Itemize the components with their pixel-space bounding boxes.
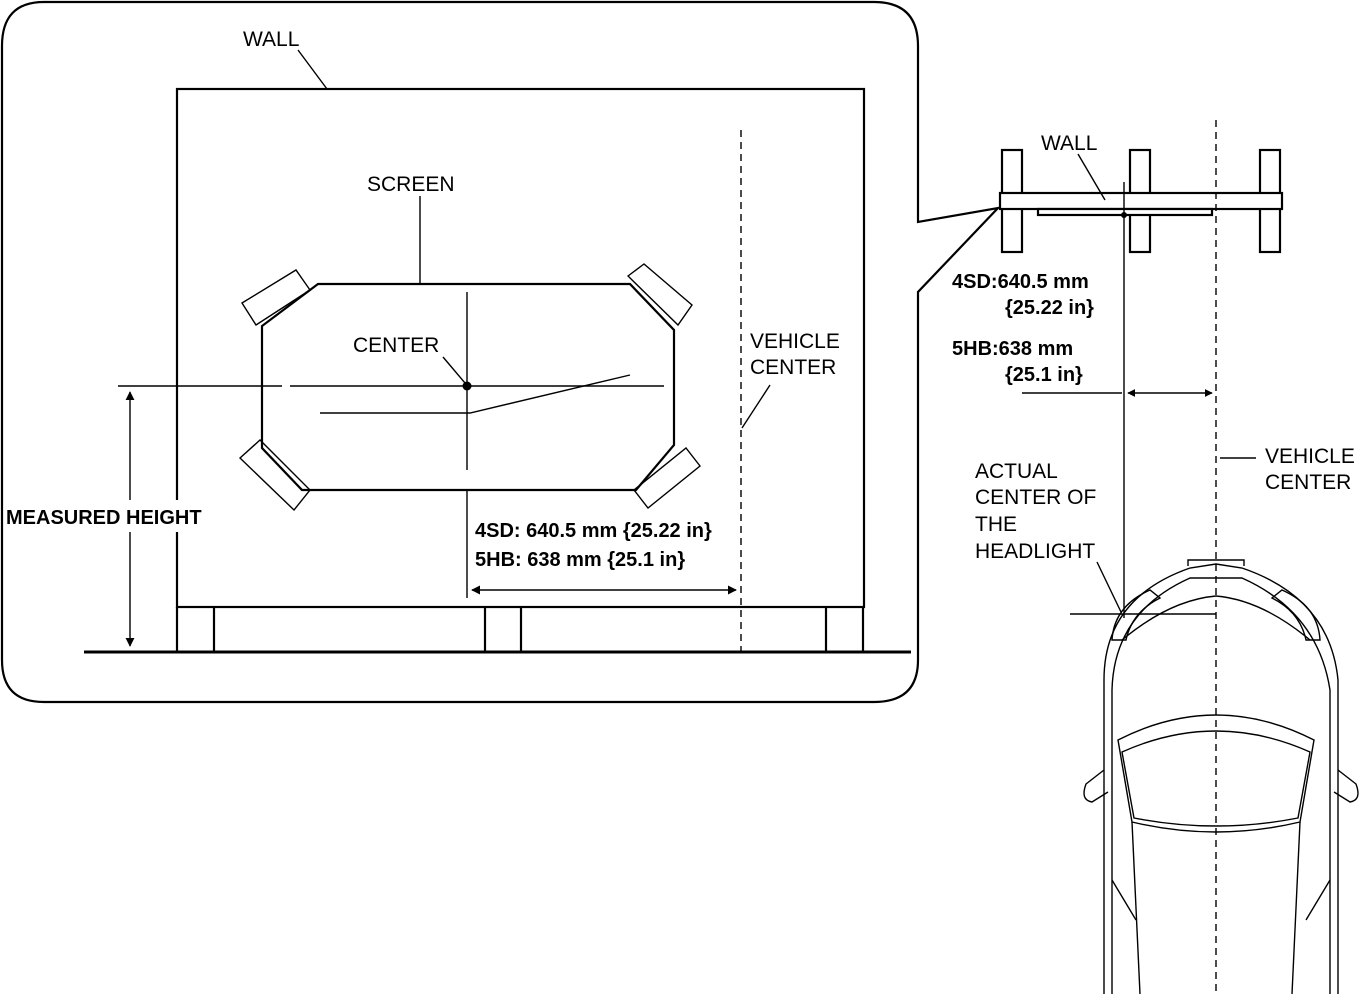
measured-height-label: MEASURED HEIGHT: [6, 507, 202, 529]
headlight-label-3: THE: [975, 513, 1017, 536]
offset-5hb-main: 5HB: 638 mm {25.1 in}: [475, 549, 685, 571]
center-leader: [442, 356, 466, 384]
vehicle-outline: [1083, 559, 1359, 994]
wall-top-view: [998, 148, 1284, 254]
wall-leader: [297, 49, 328, 90]
callout-bubble: [0, 0, 1002, 704]
screen: [238, 263, 701, 512]
headlight-label-2: CENTER OF: [975, 486, 1096, 509]
center-label: CENTER: [353, 334, 439, 357]
headlight-leader: [1096, 561, 1122, 613]
vehicle-center-label-main-2: CENTER: [750, 356, 836, 379]
vehicle-center-label-main-1: VEHICLE: [750, 330, 840, 353]
wall-top-leader: [1077, 153, 1106, 201]
wall-top-label: WALL: [1041, 132, 1097, 155]
top-4sd-2: {25.22 in}: [1005, 297, 1094, 319]
vehicle-center-leader-main: [741, 384, 771, 429]
top-5hb-1: 5HB:638 mm: [952, 338, 1073, 360]
wall-label: WALL: [243, 28, 299, 51]
top-5hb-2: {25.1 in}: [1005, 364, 1083, 386]
headlight-label-1: ACTUAL: [975, 460, 1058, 483]
screen-label: SCREEN: [367, 173, 455, 196]
wall-base: [175, 607, 865, 652]
vehicle-center-label-side-2: CENTER: [1265, 471, 1351, 494]
top-4sd-1: 4SD:640.5 mm: [952, 271, 1089, 293]
offset-4sd-main: 4SD: 640.5 mm {25.22 in}: [475, 520, 712, 542]
aim-reference-line: [320, 374, 631, 414]
vehicle-center-label-side-1: VEHICLE: [1265, 445, 1355, 468]
headlight-label-4: HEADLIGHT: [975, 540, 1095, 563]
